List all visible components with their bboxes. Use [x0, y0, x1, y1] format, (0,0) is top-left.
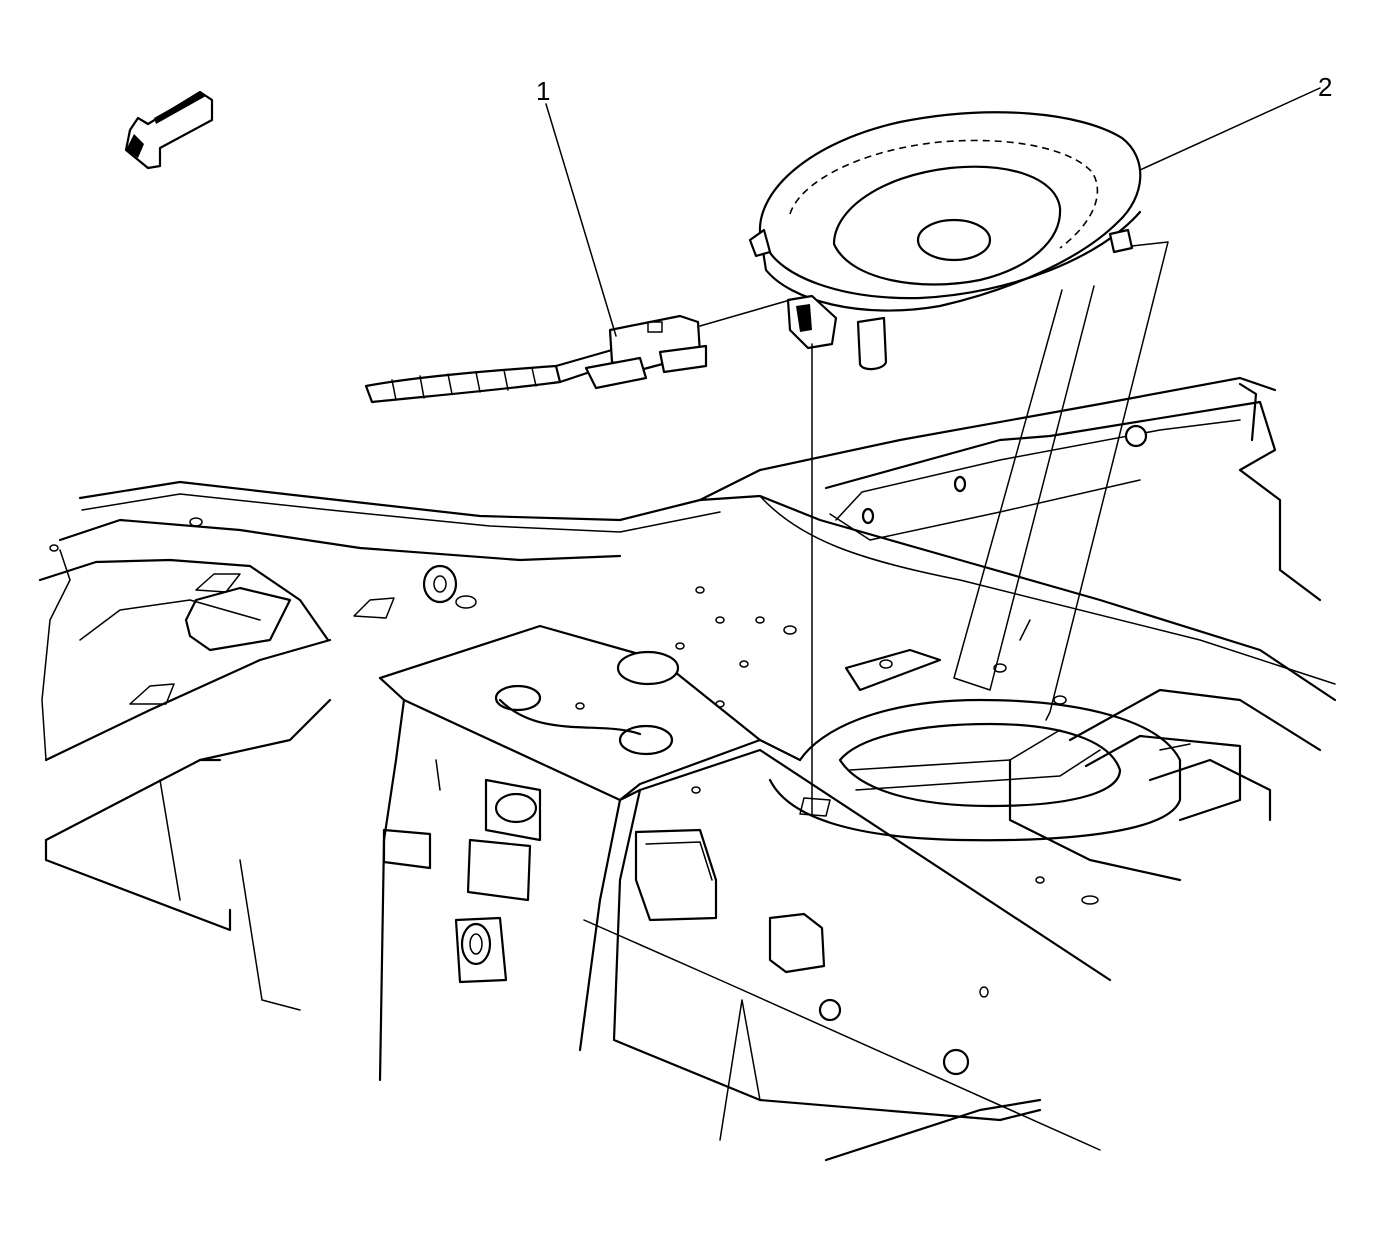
callout-1-label: 1	[536, 76, 550, 106]
callout-2-leader	[1139, 87, 1321, 171]
callout-2-label: 2	[1318, 72, 1332, 102]
callout-1-leader	[545, 103, 617, 337]
speaker	[748, 111, 1142, 371]
vehicle-rear-compartment-structure	[38, 376, 1337, 1162]
speaker-harness-connector	[364, 314, 708, 404]
front-direction-arrow-icon	[124, 90, 214, 170]
installation-guide-lines	[699, 241, 1169, 817]
